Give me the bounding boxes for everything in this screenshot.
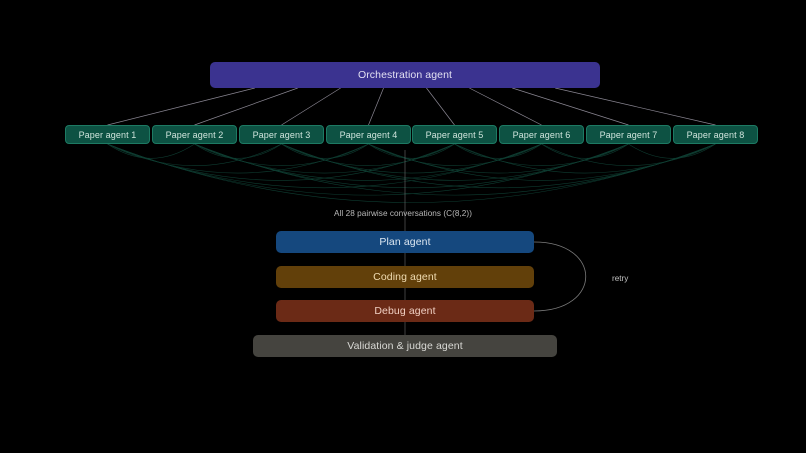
pipeline-node-label: Coding agent — [373, 271, 437, 283]
pipeline-node[interactable]: Debug agent — [276, 300, 534, 322]
pipeline-node[interactable]: Validation & judge agent — [253, 335, 557, 357]
paper-agent-node[interactable]: Paper agent 5 — [412, 125, 497, 144]
retry-label: retry — [612, 274, 629, 283]
paper-agent-label: Paper agent 7 — [599, 129, 658, 140]
pairwise-conversations-caption: All 28 pairwise conversations (C(8,2)) — [334, 209, 472, 218]
paper-agent-label: Paper agent 6 — [512, 129, 571, 140]
pipeline-node[interactable]: Plan agent — [276, 231, 534, 253]
pipeline-node[interactable]: Coding agent — [276, 266, 534, 288]
paper-agent-label: Paper agent 8 — [686, 129, 745, 140]
paper-agent-label: Paper agent 5 — [425, 129, 484, 140]
pipeline-node-label: Plan agent — [379, 236, 431, 248]
paper-agent-label: Paper agent 4 — [339, 129, 398, 140]
paper-agent-node[interactable]: Paper agent 4 — [326, 125, 411, 144]
pipeline-node-label: Validation & judge agent — [347, 340, 463, 352]
paper-agent-node[interactable]: Paper agent 6 — [499, 125, 584, 144]
pipeline-node-label: Debug agent — [374, 305, 436, 317]
paper-agent-label: Paper agent 2 — [165, 129, 224, 140]
paper-agent-label: Paper agent 1 — [78, 129, 137, 140]
orchestration-fan-edges — [107, 87, 716, 126]
paper-agent-label: Paper agent 3 — [252, 129, 311, 140]
orchestration-agent-label: Orchestration agent — [357, 69, 453, 81]
paper-agent-node[interactable]: Paper agent 1 — [65, 125, 150, 144]
pairwise-conversation-arcs — [107, 143, 716, 203]
paper-agent-node[interactable]: Paper agent 7 — [586, 125, 671, 144]
paper-agent-node[interactable]: Paper agent 2 — [152, 125, 237, 144]
retry-loop-edge — [533, 241, 586, 312]
paper-agent-node[interactable]: Paper agent 8 — [673, 125, 758, 144]
orchestration-agent-node[interactable]: Orchestration agent — [210, 62, 600, 88]
paper-agent-node[interactable]: Paper agent 3 — [239, 125, 324, 144]
